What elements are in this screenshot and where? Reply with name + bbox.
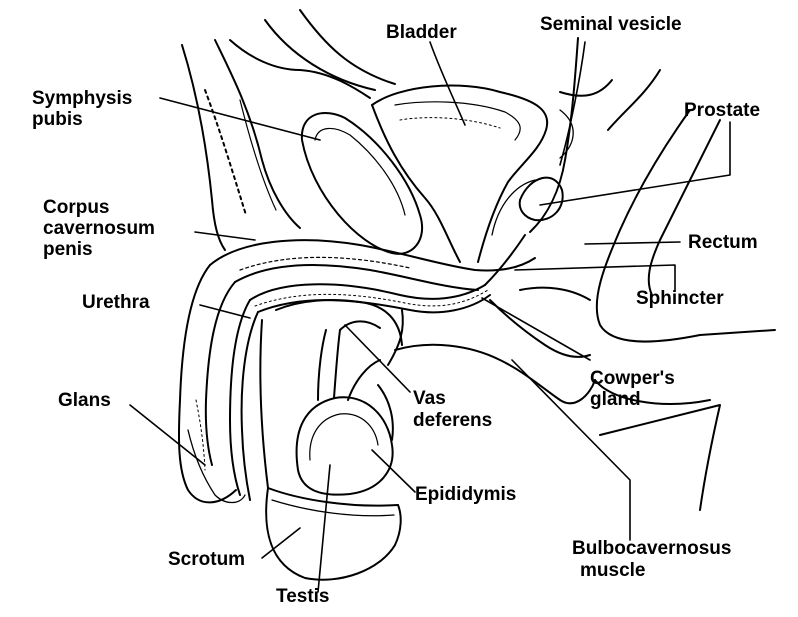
label-bulbo-line1: Bulbocavernosus (572, 538, 732, 559)
bladder-shape (371, 84, 549, 263)
leader-corpus (194, 231, 256, 241)
label-cowpers-line1: Cowper's (590, 368, 675, 389)
leader-bladder (429, 41, 466, 126)
leader-bulbocavernosus (511, 359, 631, 541)
label-epididymis: Epididymis (415, 484, 517, 505)
leader-rectum (584, 241, 681, 245)
seminal-vesicle-shape (529, 37, 613, 233)
scrotum-shape (259, 299, 403, 581)
leader-scrotum (261, 527, 301, 559)
rectum-shape (519, 69, 776, 343)
testis-shape (295, 396, 394, 496)
bulbocavernosus-shape (394, 299, 721, 511)
label-corpus-line2: cavernosum (43, 218, 155, 239)
label-testis: Testis (276, 586, 330, 607)
label-bulbo-line2: muscle (580, 560, 646, 581)
leader-seminal-vesicle (559, 41, 586, 166)
label-seminal-vesicle: Seminal vesicle (540, 14, 682, 35)
leader-lines (129, 41, 731, 593)
symphysis-pubis-shape (300, 112, 423, 255)
label-prostate: Prostate (684, 100, 761, 121)
label-vas-line2: deferens (413, 410, 493, 431)
label-scrotum: Scrotum (168, 549, 246, 570)
label-vas-line1: Vas (413, 388, 446, 409)
label-symphysis-line2: pubis (32, 109, 83, 130)
penis-shaft-shape (177, 264, 259, 504)
label-urethra: Urethra (82, 292, 150, 313)
leader-sphincter (514, 264, 676, 291)
label-corpus-line1: Corpus (43, 197, 110, 218)
epididymis-vas-shape (317, 309, 404, 441)
label-glans: Glans (58, 390, 111, 411)
leader-cowpers (481, 297, 591, 361)
label-rectum: Rectum (688, 232, 758, 253)
label-cowpers-line2: gland (590, 389, 641, 410)
leader-glans (129, 404, 206, 466)
label-sphincter: Sphincter (636, 288, 724, 309)
leader-symphysis (159, 97, 321, 141)
prostate-shape (491, 176, 564, 236)
leader-prostate (539, 121, 731, 206)
leader-vas-deferens (344, 324, 411, 393)
label-bladder: Bladder (386, 22, 457, 43)
label-corpus-line3: penis (43, 239, 93, 260)
urethra-shape (249, 234, 526, 314)
label-symphysis-line1: Symphysis (32, 88, 133, 109)
leader-urethra (199, 304, 251, 319)
leader-epididymis (371, 449, 416, 493)
leader-testis (317, 464, 331, 593)
